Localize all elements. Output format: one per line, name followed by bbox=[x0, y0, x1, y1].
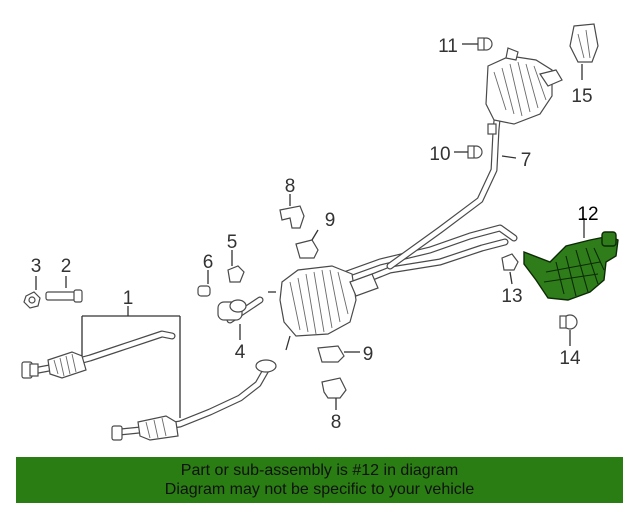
callout-2: 2 bbox=[61, 256, 72, 277]
callout-12: 12 bbox=[577, 204, 598, 225]
nut-3[interactable] bbox=[23, 291, 41, 309]
front-pipe-lower[interactable] bbox=[111, 359, 277, 441]
banner-line-1: Part or sub-assembly is #12 in diagram bbox=[180, 462, 459, 479]
bolt-2[interactable] bbox=[45, 289, 83, 303]
nut-11[interactable] bbox=[477, 37, 493, 51]
callout-9-upper: 9 bbox=[325, 210, 336, 231]
callout-3: 3 bbox=[31, 256, 42, 277]
callout-5: 5 bbox=[227, 232, 238, 253]
callout-13: 13 bbox=[501, 286, 522, 307]
hanger-4[interactable] bbox=[217, 299, 247, 321]
isolator-9-lower[interactable] bbox=[317, 345, 345, 363]
pin-6[interactable] bbox=[197, 285, 211, 297]
banner-line-2: Diagram may not be specific to your vehi… bbox=[164, 481, 475, 498]
callout-8-lower: 8 bbox=[331, 412, 342, 433]
exhaust-system-diagram: 1 2 3 4 5 6 7 8 8 9 9 10 11 12 13 14 15 bbox=[21, 23, 619, 441]
tail-pipe[interactable] bbox=[386, 106, 502, 270]
grommet-13[interactable] bbox=[501, 253, 519, 271]
exhaust-tip-15[interactable] bbox=[569, 23, 599, 63]
isolator-9-upper[interactable] bbox=[295, 239, 319, 259]
callout-15: 15 bbox=[571, 86, 592, 107]
callout-10: 10 bbox=[429, 144, 450, 165]
highlight-notice-banner: Part or sub-assembly is #12 in diagram D… bbox=[16, 457, 623, 503]
leader-lines bbox=[35, 43, 585, 418]
upper-muffler[interactable] bbox=[485, 47, 563, 125]
callout-8-upper: 8 bbox=[285, 176, 296, 197]
callout-14: 14 bbox=[559, 348, 581, 369]
clip-5[interactable] bbox=[227, 265, 245, 283]
bracket-8-lower[interactable] bbox=[321, 377, 347, 399]
front-pipe-upper[interactable] bbox=[21, 330, 176, 379]
nut-14[interactable] bbox=[559, 314, 578, 330]
callout-4: 4 bbox=[235, 342, 246, 363]
bracket-8-upper[interactable] bbox=[279, 205, 305, 229]
callout-6: 6 bbox=[203, 252, 214, 273]
callout-11: 11 bbox=[438, 36, 458, 57]
callout-7: 7 bbox=[521, 150, 532, 171]
center-resonator[interactable] bbox=[268, 265, 379, 351]
callout-9-lower: 9 bbox=[363, 344, 374, 365]
callout-1: 1 bbox=[123, 288, 134, 309]
nut-10[interactable] bbox=[467, 145, 483, 159]
muffler-12-highlighted[interactable] bbox=[523, 231, 619, 301]
